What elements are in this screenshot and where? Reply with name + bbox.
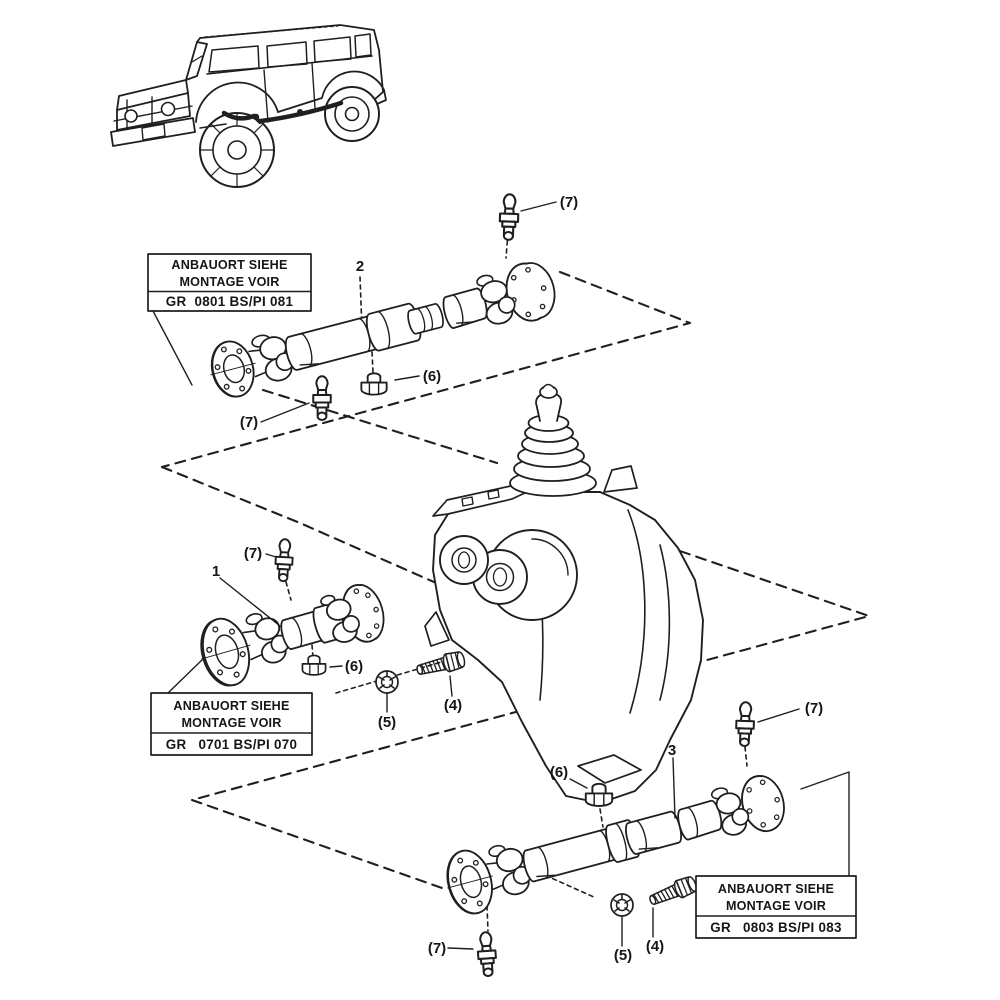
ref-box-bottom: ANBAUORT SIEHE MONTAGE VOIR GR 0803 BS/P… xyxy=(695,875,857,939)
propeller-shaft-3 xyxy=(446,775,785,915)
grease-fitting-7-shaft1 xyxy=(273,537,295,583)
callout-6-shaft1: (6) xyxy=(345,658,363,675)
ref-box-bottom-line1: ANBAUORT SIEHE xyxy=(718,882,834,896)
ref-box-middle: ANBAUORT SIEHE MONTAGE VOIR GR 0701 BS/P… xyxy=(150,692,313,756)
shift-boot xyxy=(509,383,597,497)
leader-lines xyxy=(152,201,850,950)
callout-7-top: (7) xyxy=(560,194,578,211)
grease-fitting-7-shaft2 xyxy=(312,375,332,421)
callout-4-shaft3: (4) xyxy=(646,938,664,955)
callout-7-shaft3: (7) xyxy=(805,700,823,717)
ref-box-top-line2: MONTAGE VOIR xyxy=(179,275,279,289)
callout-7-shaft1: (7) xyxy=(244,545,262,562)
callout-5-shaft1: (5) xyxy=(378,714,396,731)
ref-box-bottom-line2: MONTAGE VOIR xyxy=(726,899,826,913)
ref-box-middle-line2: MONTAGE VOIR xyxy=(181,716,281,730)
flange-bolt-holes xyxy=(746,779,780,828)
callout-7-shaft2: (7) xyxy=(240,414,258,431)
ref-box-bottom-code: GR 0803 BS/PI 083 xyxy=(710,920,842,935)
callout-4-shaft1: (4) xyxy=(444,697,462,714)
highlighted-driveshafts xyxy=(221,100,344,124)
ref-box-top-line1: ANBAUORT SIEHE xyxy=(171,258,287,272)
callout-5-shaft3: (5) xyxy=(614,947,632,964)
callout-6-shaft3: (6) xyxy=(550,764,568,781)
callout-part-1: 1 xyxy=(212,563,220,580)
bolt-4-shaft3 xyxy=(646,873,700,911)
grease-fitting-7-top xyxy=(498,192,520,242)
flange-bolt-holes xyxy=(206,626,246,678)
flange-bolt-holes xyxy=(510,266,547,318)
flange-bolt-holes xyxy=(451,857,489,907)
propeller-shaft-1 xyxy=(200,583,385,687)
bolt-4-shaft1 xyxy=(414,649,468,680)
ref-box-middle-code: GR 0701 BS/PI 070 xyxy=(166,737,298,752)
plug-6-shaft2 xyxy=(360,372,388,396)
nut-5-shaft3 xyxy=(610,893,634,917)
propeller-shaft-2 xyxy=(210,262,556,398)
nut-5-shaft1 xyxy=(375,670,399,694)
ref-box-middle-line1: ANBAUORT SIEHE xyxy=(173,699,289,713)
vehicle-illustration xyxy=(110,24,387,188)
ref-box-top-code: GR 0801 BS/PI 081 xyxy=(166,294,294,309)
callout-7-bottom: (7) xyxy=(428,940,446,957)
grease-fitting-7-shaft3 xyxy=(734,700,756,748)
transfer-case xyxy=(424,383,704,804)
callout-6-shaft2: (6) xyxy=(423,368,441,385)
grease-fitting-7-bottom xyxy=(475,930,499,978)
callout-part-3: 3 xyxy=(668,742,676,759)
ref-box-top: ANBAUORT SIEHE MONTAGE VOIR GR 0801 BS/P… xyxy=(147,253,312,312)
callout-part-2: 2 xyxy=(356,258,364,275)
flange-bolt-holes xyxy=(214,346,252,392)
plug-6-shaft1 xyxy=(301,654,327,676)
